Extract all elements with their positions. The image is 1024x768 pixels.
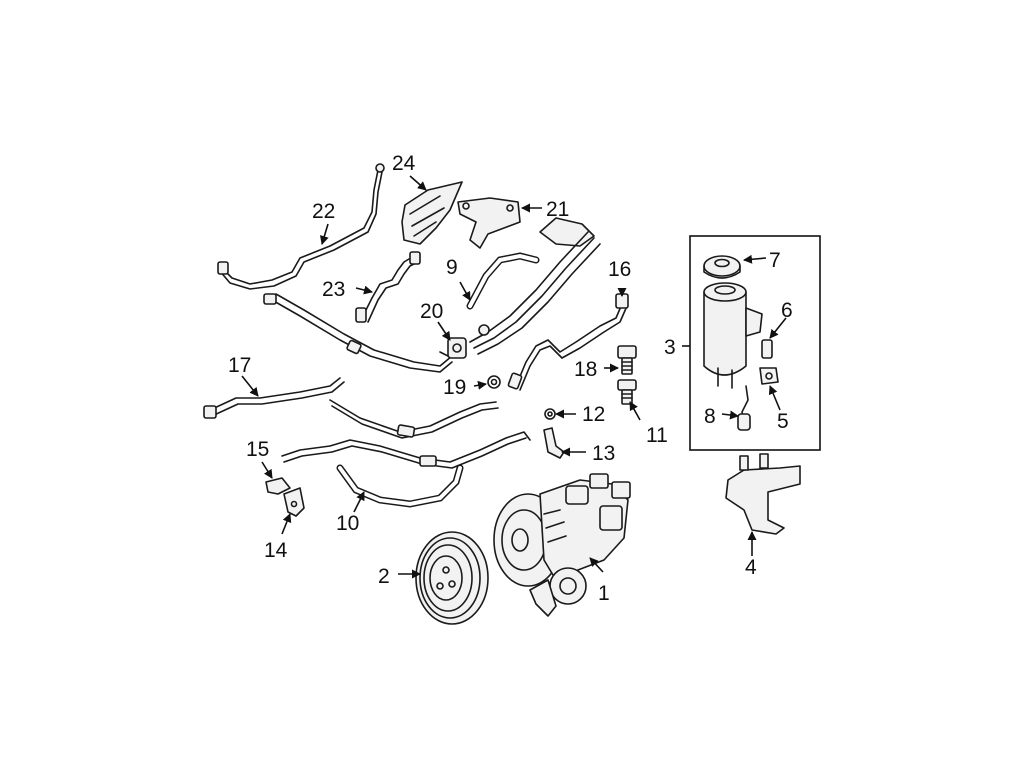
callout-7: 7 [769, 249, 781, 272]
heat-shield-24 [401, 181, 463, 245]
o-ring-19 [487, 375, 501, 389]
reservoir-cap-7 [703, 255, 741, 279]
reservoir-bracket-4 [725, 453, 801, 535]
callout-21: 21 [546, 198, 569, 221]
callout-10: 10 [336, 512, 359, 535]
fitting-8 [737, 385, 751, 431]
fitting-20 [439, 337, 467, 359]
callout-13: 13 [592, 442, 615, 465]
power-steering-pump-1 [493, 473, 631, 617]
callout-6: 6 [781, 299, 793, 322]
callout-2: 2 [378, 565, 390, 588]
pressure-line-upper-22 [217, 163, 385, 290]
reservoir-body [703, 282, 763, 389]
clamp-15 [265, 477, 291, 495]
hose-assembly-23 [355, 251, 421, 323]
callout-22: 22 [312, 200, 335, 223]
reservoir-group-box [689, 235, 821, 451]
callout-15: 15 [246, 438, 269, 461]
callout-20: 20 [420, 300, 443, 323]
callout-8: 8 [704, 405, 716, 428]
leader-lines [241, 175, 787, 579]
callout-1: 1 [598, 582, 610, 605]
callout-19: 19 [443, 376, 466, 399]
callout-18: 18 [574, 358, 597, 381]
banjo-bolt-18 [617, 345, 637, 375]
hose-9 [466, 252, 540, 310]
bracket-13 [543, 427, 565, 459]
clamp-5 [759, 367, 779, 385]
callout-5: 5 [777, 410, 789, 433]
callout-9: 9 [446, 256, 458, 279]
pulley-2 [415, 531, 489, 625]
banjo-bolt-11 [617, 379, 637, 405]
callout-12: 12 [582, 403, 605, 426]
return-line-17 [203, 377, 499, 439]
callout-3: 3 [664, 336, 676, 359]
callout-17: 17 [228, 354, 251, 377]
callout-labels: 1 2 3 4 5 6 7 8 9 10 11 12 13 14 15 16 1… [228, 152, 793, 605]
callout-24: 24 [392, 152, 416, 175]
pressure-line-long [263, 293, 453, 373]
callout-16: 16 [608, 258, 631, 281]
return-lines-bundle [469, 217, 601, 355]
grommet-6 [761, 339, 773, 359]
pressure-line-16 [507, 293, 629, 391]
bracket-14 [283, 487, 305, 517]
callout-11: 11 [646, 424, 668, 447]
o-ring-12 [544, 408, 556, 420]
bracket-21 [457, 197, 521, 249]
callout-14: 14 [264, 539, 288, 562]
return-line-10 [281, 431, 531, 508]
callout-4: 4 [745, 556, 757, 579]
callout-23: 23 [322, 278, 345, 301]
